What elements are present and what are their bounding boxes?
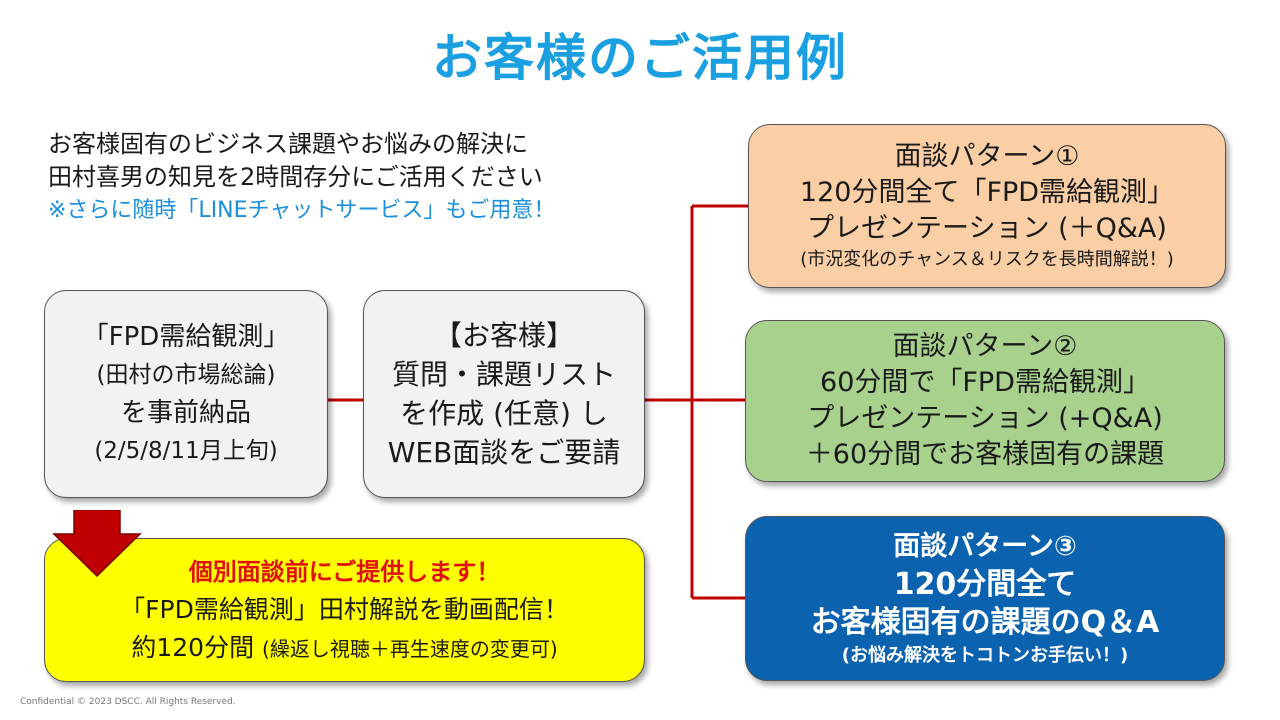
video-offer-box: 個別面談前にご提供します！ 「FPD需給観測」田村解説を動画配信！ 約120分間… (44, 538, 645, 682)
request-box-line-3: を作成 (任意) し (400, 397, 608, 430)
pattern2-heading: 面談パターン② (892, 331, 1078, 362)
pattern3-note: (お悩み解決をトコトンお手伝い！) (841, 644, 1129, 666)
fpd-box-line-4: (2/5/8/11月上旬) (94, 438, 278, 464)
pattern1-line-3: プレゼンテーション (＋Q&A) (807, 213, 1167, 244)
down-arrow-icon (52, 510, 142, 578)
pattern1-heading: 面談パターン① (894, 141, 1080, 172)
intro-text: お客様固有のビジネス課題やお悩みの解決に 田村喜男の知見を2時間存分にご活用くだ… (48, 128, 555, 227)
pattern2-line-3: プレゼンテーション (+Q&A) (807, 403, 1163, 434)
pattern3-heading: 面談パターン③ (893, 530, 1077, 562)
meeting-pattern-3-box: 面談パターン③ 120分間全て お客様固有の課題のQ＆A (お悩み解決をトコトン… (745, 516, 1225, 681)
intro-note: ※さらに随時「LINEチャットサービス」もご用意！ (48, 198, 556, 223)
video-duration-note: (繰返し視聴＋再生速度の変更可) (262, 636, 558, 661)
pattern1-note: (市況変化のチャンス＆リスクを長時間解説！) (800, 249, 1174, 270)
page-title: お客様のご活用例 (432, 29, 848, 87)
request-box-line-1: 【お客様】 (433, 319, 574, 352)
video-offer-line-3: 約120分間 (繰返し視聴＋再生速度の変更可) (131, 629, 557, 668)
footer-copyright: Confidential © 2023 DSCC. All Rights Res… (20, 697, 236, 707)
pattern2-line-4: ＋60分間でお客様固有の課題 (805, 439, 1165, 470)
video-duration: 約120分間 (131, 632, 255, 662)
fpd-box-line-3: を事前納品 (120, 398, 251, 428)
request-box-line-2: 質問・課題リスト (391, 358, 616, 391)
video-offer-heading: 個別面談前にご提供します！ (188, 557, 501, 586)
pattern1-line-2: 120分間全て「FPD需給観測」 (799, 177, 1175, 208)
meeting-pattern-1-box: 面談パターン① 120分間全て「FPD需給観測」 プレゼンテーション (＋Q&A… (748, 124, 1226, 288)
intro-line-1: お客様固有のビジネス課題やお悩みの解決に (48, 130, 528, 158)
video-offer-line-2: 「FPD需給観測」田村解説を動画配信！ (120, 594, 569, 624)
meeting-pattern-2-box: 面談パターン② 60分間で「FPD需給観測」 プレゼンテーション (+Q&A) … (745, 320, 1225, 482)
pattern3-line-2: 120分間全て (893, 566, 1077, 602)
request-box-line-4: WEB面談をご要請 (387, 436, 621, 469)
intro-line-2: 田村喜男の知見を2時間存分にご活用ください (48, 163, 543, 191)
fpd-box-line-1: 「FPD需給観測」 (82, 322, 290, 352)
fpd-report-box: 「FPD需給観測」 (田村の市場総論) を事前納品 (2/5/8/11月上旬) (44, 290, 328, 498)
customer-request-box: 【お客様】 質問・課題リスト を作成 (任意) し WEB面談をご要請 (363, 290, 645, 498)
fpd-box-line-2: (田村の市場総論) (96, 362, 276, 388)
pattern3-line-3: お客様固有の課題のQ＆A (810, 604, 1160, 640)
pattern2-line-2: 60分間で「FPD需給観測」 (820, 367, 1150, 398)
